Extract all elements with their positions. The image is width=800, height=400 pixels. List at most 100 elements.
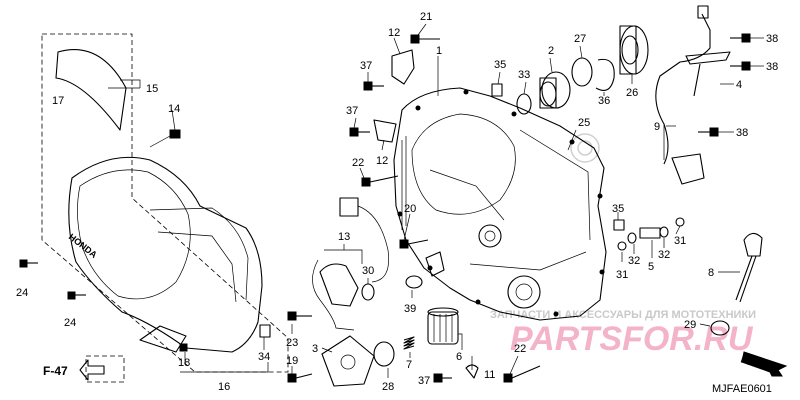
watermark-logo: PARTSFOR.RU	[510, 320, 754, 358]
callout-25: 25	[578, 117, 590, 129]
callout-29: 29	[684, 319, 696, 331]
bracket-4	[685, 51, 731, 97]
bolt-24-left	[19, 259, 38, 268]
callout-7: 7	[406, 359, 412, 371]
bolt-23	[287, 311, 312, 321]
cover-rib-1	[519, 129, 591, 241]
bolt-21	[410, 34, 440, 44]
part-18-gasket	[139, 325, 187, 353]
part-3-filter-cover	[321, 335, 375, 387]
vertical-guide-lines	[401, 136, 407, 230]
direction-arrow-icon	[741, 351, 788, 377]
oring-31-right	[675, 217, 685, 227]
dowel-35-upper	[491, 83, 503, 97]
callout-32-left: 32	[628, 255, 640, 267]
cover-rib-3	[429, 169, 505, 221]
callout-12-upper: 12	[388, 27, 400, 39]
bracket-12-upper	[391, 49, 415, 85]
cover-assembly-outline	[41, 33, 289, 373]
callout-9: 9	[654, 121, 660, 133]
callout-22-lower: 22	[514, 343, 526, 355]
dowel-35-lower	[613, 219, 625, 231]
cover-ridge	[149, 207, 249, 301]
bolt-24-mid	[67, 291, 86, 300]
reference-box	[85, 355, 125, 383]
watermark: ЗАПЧАСТИ И АКСЕССУАРЫ ДЛЯ МОТОТЕХНИКИ PA…	[490, 133, 756, 358]
callout-23: 23	[286, 337, 298, 349]
bolt-38-c	[698, 127, 719, 137]
callout-19: 19	[286, 355, 298, 367]
cover-rib-2	[469, 251, 587, 271]
bolt-38-b	[730, 61, 751, 71]
cover-shaft-boss	[478, 224, 502, 248]
right-lower-parts: FR.	[613, 212, 788, 377]
bolt-22-lower	[503, 365, 541, 383]
bolt-19	[287, 373, 313, 383]
callout-3: 3	[312, 343, 318, 355]
callout-37-lower: 37	[418, 375, 430, 387]
callout-37-upper: 37	[360, 60, 372, 72]
bolt-38-a	[730, 33, 751, 43]
callout-33: 33	[518, 69, 530, 81]
callout-36: 36	[598, 95, 610, 107]
cover-oil-filter-seat	[507, 275, 541, 309]
watermark-gear-icon	[570, 133, 600, 163]
left-cover-group: HONDA F-47	[19, 33, 289, 383]
bearing-26	[619, 25, 649, 75]
pin-5	[639, 227, 661, 239]
cable-connector-top	[697, 5, 709, 19]
callout-39: 39	[404, 303, 416, 315]
bolt-18	[179, 343, 188, 352]
callout-28: 28	[382, 381, 394, 393]
right-crankcase-cover	[393, 56, 607, 321]
callout-4: 4	[736, 79, 742, 91]
callout-15: 15	[146, 83, 158, 95]
oil-filter-6	[427, 311, 459, 345]
callout-20: 20	[404, 203, 416, 215]
callout-14: 14	[168, 103, 180, 115]
callout-38-c: 38	[736, 127, 748, 139]
dowel-34	[259, 324, 271, 338]
callout-30: 30	[362, 265, 374, 277]
reference-label: F-47	[43, 364, 68, 378]
callout-6: 6	[456, 351, 462, 363]
clip-11	[465, 364, 479, 379]
reference-arrow-icon	[79, 359, 105, 381]
callout-16: 16	[218, 381, 230, 393]
part-15-clutch-cover	[68, 156, 263, 353]
callout-31-left: 31	[616, 269, 628, 281]
lower-center-parts	[287, 275, 541, 387]
callout-35-upper: 35	[494, 59, 506, 71]
bracket-10	[425, 251, 445, 277]
callout-21: 21	[420, 11, 432, 23]
upper-right-parts	[491, 25, 649, 115]
oring-39	[405, 275, 423, 289]
bolt-37-mid	[349, 127, 370, 137]
callout-17: 17	[52, 95, 64, 107]
bolt-20	[399, 239, 429, 249]
right-wiring-parts	[655, 5, 764, 185]
bolt-14	[169, 129, 181, 139]
oring-33	[516, 93, 532, 115]
callout-24-mid: 24	[64, 317, 76, 329]
sensor-wire	[357, 205, 389, 283]
oring-28	[373, 341, 395, 367]
diagram-code: MJFAE0601	[712, 383, 772, 395]
callout-35-lower: 35	[612, 203, 624, 215]
bolt-37-lower	[433, 373, 452, 383]
callout-8: 8	[708, 267, 714, 279]
spring-7	[403, 336, 415, 350]
callout-2: 2	[548, 45, 554, 57]
grommet-30	[361, 283, 375, 301]
callout-13: 13	[338, 231, 350, 243]
oring-29	[710, 320, 730, 336]
upper-center-parts	[312, 23, 445, 331]
seal-2	[539, 71, 571, 109]
washer-32-left	[627, 232, 637, 244]
callout-24-left: 24	[16, 287, 28, 299]
direction-label: FR.	[739, 353, 760, 370]
callout-34: 34	[258, 351, 270, 363]
bolt-22-upper	[361, 175, 399, 187]
cover-inner-rim	[77, 169, 191, 300]
